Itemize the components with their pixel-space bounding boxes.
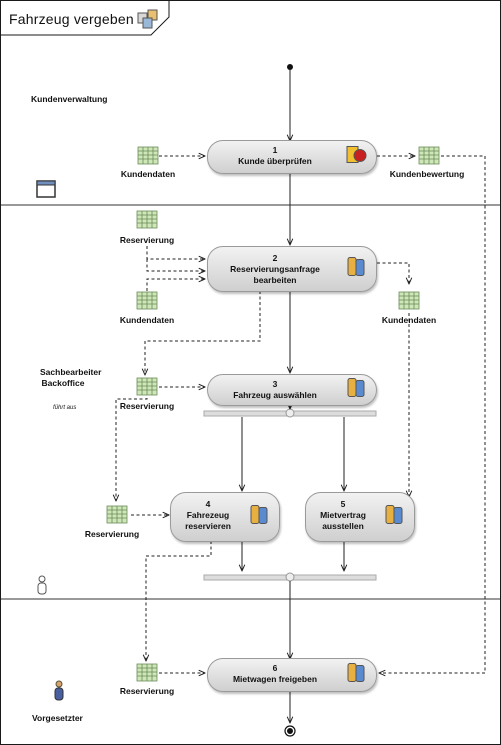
title-tab-shape — [1, 1, 170, 36]
diagram-title: Fahrzeug vergeben — [9, 11, 134, 27]
data-object-label: Reservierung — [119, 235, 175, 245]
data-object-label: Kundenbewertung — [389, 169, 465, 179]
table-icon-5 — [398, 291, 420, 310]
table-icon-2 — [418, 146, 440, 165]
control-flow — [242, 70, 344, 723]
oflow-kundendaten-2 — [146, 279, 205, 291]
activity-number: 6 — [272, 663, 278, 673]
oflow-2-reservierung — [145, 291, 261, 375]
data-object-label: Kundendaten — [119, 315, 175, 325]
join-point — [285, 572, 295, 582]
title-tab: Fahrzeug vergeben — [1, 1, 170, 36]
table-icon-4 — [136, 291, 158, 310]
activity-fahrzeug-auswaehlen[interactable]: 3 Fahrzeug auswählen — [207, 374, 377, 406]
check-process-icon — [345, 144, 367, 171]
system-window-icon — [36, 180, 56, 198]
user-task-icon — [345, 662, 367, 689]
end-node — [284, 725, 296, 737]
data-object-label: Kundendaten — [381, 315, 437, 325]
user-task-icon — [383, 504, 405, 531]
supervisor-icon — [54, 680, 64, 701]
object-flow — [116, 155, 486, 673]
fork-point — [285, 408, 295, 418]
activity-number: 2 — [272, 253, 278, 263]
table-icon-6 — [136, 377, 158, 396]
lane-note: führt aus — [53, 405, 77, 411]
data-object-label: Reservierung — [119, 401, 175, 411]
person-outline-icon — [37, 575, 47, 595]
data-object-label: Reservierung — [119, 686, 175, 696]
user-task-icon — [248, 504, 270, 531]
user-task-icon — [345, 377, 367, 404]
start-node — [287, 64, 293, 70]
oflow-4-reservierung — [146, 541, 212, 661]
table-icon-7 — [106, 505, 128, 524]
activity-mietvertrag-ausstellen[interactable]: 5 Mietvertrag ausstellen — [305, 492, 415, 542]
activity-kunde-ueberpruefen[interactable]: 1 Kunde überprüfen — [207, 140, 377, 174]
activity-mietwagen-freigeben[interactable]: 6 Mietwagen freigeben — [207, 658, 377, 692]
user-task-icon — [345, 256, 367, 283]
data-object-label: Kundendaten — [120, 169, 176, 179]
lane-label-sachbearbeiter: Sachbearbeiter Backoffice — [40, 367, 102, 388]
activity-name: Mietvertrag ausstellen — [320, 510, 366, 531]
activity-name: Kunde überprüfen — [238, 156, 312, 166]
activity-name: Reservierungsanfrage bearbeiten — [230, 264, 320, 285]
lane-label-vorgesetzter: Vorgesetzter — [32, 713, 83, 723]
oflow-reservierung-2b — [146, 259, 205, 271]
activity-reservierungsanfrage[interactable]: 2 Reservierungsanfrage bearbeiten — [207, 246, 377, 292]
oflow-reservierung-fork — [116, 398, 148, 501]
end-node-core — [287, 728, 293, 734]
oflow-reservierung-2a — [146, 246, 205, 259]
activity-fahrzeug-reservieren[interactable]: 4 Fahrezeug reservieren — [170, 492, 280, 542]
table-icon-8 — [136, 663, 158, 682]
activity-number: 4 — [205, 499, 211, 509]
oflow-2-kundendaten — [377, 262, 409, 284]
activity-number: 5 — [340, 499, 346, 509]
activity-name: Fahrzeug auswählen — [233, 390, 317, 400]
lane-label-kundenverwaltung: Kundenverwaltung — [31, 94, 108, 104]
activity-number: 3 — [272, 379, 278, 389]
activity-number: 1 — [272, 145, 278, 155]
oflow-kundenbewertung-6 — [379, 155, 486, 673]
data-object-icons — [106, 146, 440, 682]
activity-name: Mietwagen freigeben — [232, 674, 318, 684]
table-icon-1 — [137, 146, 159, 165]
data-object-label: Reservierung — [84, 529, 140, 539]
activity-name: Fahrezeug reservieren — [185, 510, 231, 531]
table-icon-3 — [136, 210, 158, 229]
